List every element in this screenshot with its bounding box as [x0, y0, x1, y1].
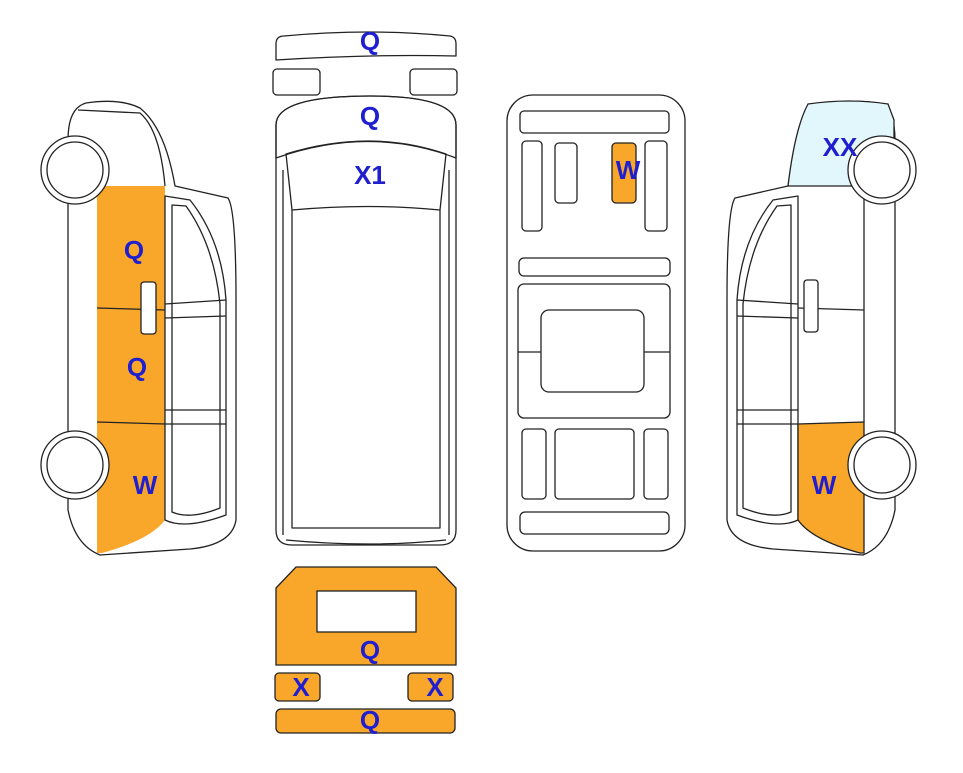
- left-window-frame: [164, 195, 227, 525]
- left-front-wheel: [40, 135, 110, 205]
- hood-rear-label: X1: [354, 160, 386, 190]
- rear-light-right-label: X: [426, 672, 444, 702]
- left-front-door-label: Q: [124, 235, 144, 265]
- right-front-fender-label: XX: [823, 132, 858, 162]
- front-bumper-panel[interactable]: [275, 31, 457, 61]
- hood-front-label: Q: [360, 101, 380, 131]
- top-view: Q Q X1: [272, 26, 458, 546]
- left-rear-door-label: Q: [127, 352, 147, 382]
- sunroof: [540, 309, 645, 393]
- rear-door-label: Q: [360, 635, 380, 665]
- roof-view: W: [506, 94, 686, 552]
- right-side-view: XX W: [726, 100, 917, 556]
- rear-light-left-label: X: [292, 672, 310, 702]
- rear-light-right-panel[interactable]: [407, 672, 454, 702]
- right-rear-wheel: [847, 430, 917, 500]
- left-rear-quarter-panel[interactable]: [97, 422, 165, 553]
- left-roof-line: [77, 109, 166, 187]
- right-window-frame: [736, 195, 799, 525]
- roof-panel-label: W: [616, 155, 641, 185]
- left-headlight: [272, 68, 321, 96]
- rear-window: [316, 590, 417, 633]
- right-headlight: [409, 68, 458, 96]
- rear-bumper-panel[interactable]: [275, 708, 456, 734]
- left-rear-wheel: [40, 430, 110, 500]
- right-rear-quarter-panel[interactable]: [797, 421, 865, 554]
- right-rear-quarter-label: W: [812, 470, 837, 500]
- left-body-outline: [67, 100, 237, 556]
- left-door-handle[interactable]: [140, 281, 157, 335]
- rear-light-left-panel[interactable]: [274, 672, 321, 702]
- rear-bumper-label: Q: [360, 705, 380, 735]
- right-door-handle[interactable]: [803, 279, 819, 333]
- left-rear-quarter-label: W: [133, 470, 158, 500]
- rear-view: Q X X Q: [274, 566, 457, 735]
- front-bumper-label: Q: [360, 26, 380, 56]
- right-front-wheel: [847, 135, 917, 205]
- roof-panel[interactable]: [611, 142, 637, 204]
- left-side-view: Q Q W: [40, 100, 237, 556]
